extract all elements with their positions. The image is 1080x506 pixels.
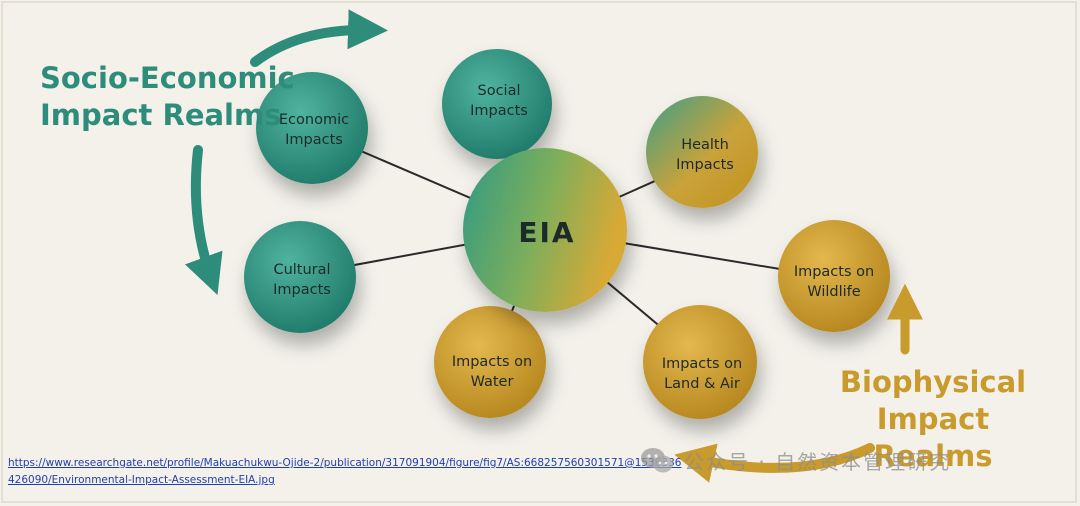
- watermark: 公众号 · 自然资本管理研究: [640, 446, 951, 475]
- eia-circle: [463, 148, 627, 312]
- water-label: Impacts on Water: [451, 354, 533, 390]
- economic-label: Economic Impacts: [278, 112, 350, 148]
- socio-arrow-top-icon: [250, 9, 388, 67]
- land-air-label: Impacts on Land & Air: [661, 356, 743, 392]
- bio-arrow-bottom-icon: [674, 443, 875, 483]
- social-circle: [442, 49, 552, 159]
- wechat-icon: [641, 447, 673, 472]
- source-link[interactable]: https://www.researchgate.net/profile/Mak…: [8, 457, 682, 486]
- wildlife-label: Impacts on Wildlife: [793, 264, 875, 300]
- biophysical-realm-title: Biophysical Impact Realms: [839, 365, 1027, 473]
- social-label: Social Impacts: [470, 83, 528, 119]
- wildlife-circle: [778, 220, 890, 332]
- health-circle: [646, 96, 758, 208]
- watermark-text: 公众号 · 自然资本管理研究: [684, 450, 952, 474]
- water-circle: [434, 306, 546, 418]
- socio-economic-realm-title: Socio-Economic Impact Realms: [40, 61, 295, 132]
- cultural-circle: [244, 221, 356, 333]
- node-circles: [244, 49, 890, 419]
- eia-label: EIA: [518, 216, 576, 249]
- land-air-circle: [643, 305, 757, 419]
- cultural-label: Cultural Impacts: [273, 262, 331, 298]
- economic-circle: [256, 72, 368, 184]
- socio-arrow-left-icon: [184, 145, 223, 296]
- health-label: Health Impacts: [676, 137, 734, 173]
